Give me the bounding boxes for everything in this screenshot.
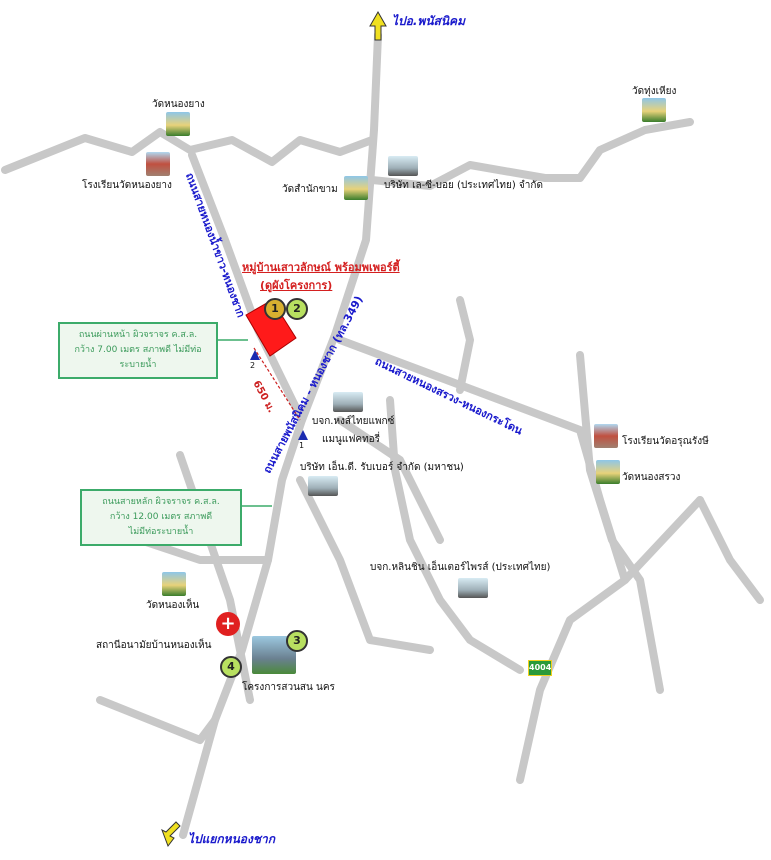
project-title[interactable]: หมู่บ้านเสาวลักษณ์ พร้อมพเพอร์ตี้ <box>242 261 400 274</box>
label-wat-nong-sruang: วัดหนองสรวง <box>622 472 681 483</box>
front-road-note-line: กว้าง 7.00 เมตร สภาพดี ไม่มีท่อระบายน้ำ <box>74 345 202 370</box>
road-se-branch <box>336 416 444 544</box>
temple-icon <box>344 176 368 200</box>
label-health-station: สถานีอนามัยบ้านหนองเห็น <box>96 640 212 651</box>
temple-icon <box>642 98 666 122</box>
north-arrow-icon <box>369 10 387 41</box>
marker-2: 2 <box>286 298 308 320</box>
label-philips: บจก.หลินชิน เอ็นเตอร์ไพรส์ (ประเทศไทย) <box>370 562 551 573</box>
road-east-far <box>696 496 764 604</box>
pin-2-label: 2 <box>250 361 256 370</box>
road-north-east <box>368 118 694 190</box>
route-4004-badge: 4004 <box>528 660 552 676</box>
school-icon <box>594 424 618 448</box>
pin-2-icon <box>250 350 260 360</box>
road-main <box>179 31 382 839</box>
factory-icon <box>333 392 363 412</box>
pin-1-icon <box>298 430 308 440</box>
road-s-mid <box>296 476 434 654</box>
road-mid <box>386 396 524 674</box>
pin-1-label: 1 <box>299 441 305 450</box>
label-school-nong-yang: โรงเรียนวัดหนองยาง <box>82 180 172 191</box>
road-north-west <box>1 128 376 174</box>
front-road-note: ถนนผ่านหน้า ผิวจราจร ค.ส.ล. กว้าง 7.00 เ… <box>58 322 218 379</box>
label-wat-thung-hiang: วัดทุ่งเหียง <box>632 86 677 97</box>
south-arrow-icon <box>161 821 181 848</box>
main-road-note-line: ถนนสายหลัก ผิวจราจร ค.ส.ล. <box>102 497 220 507</box>
road-ne-spur <box>456 296 474 394</box>
label-suan-son: โครงการสวนสน นคร <box>242 682 335 693</box>
road-east-2 <box>576 351 664 694</box>
road-west-diag <box>188 151 306 424</box>
main-road-note-line: กว้าง 12.00 เมตร สภาพดี <box>109 512 213 522</box>
label-wat-samnak-kham: วัดสำนักขาม <box>282 184 338 195</box>
marker-4: 4 <box>220 656 242 678</box>
main-road-note: ถนนสายหลัก ผิวจราจร ค.ส.ล. กว้าง 12.00 เ… <box>80 489 242 546</box>
marker-1: 1 <box>264 298 286 320</box>
label-school-arun: โรงเรียนวัดอรุณรังษี <box>622 436 709 447</box>
project-site <box>245 299 297 357</box>
south-direction-label: ไปแยกหนองชาก <box>188 832 276 846</box>
main-road-note-line: ไม่มีท่อระบายน้ำ <box>128 527 194 537</box>
factory-icon <box>308 476 338 496</box>
label-hongsthai: บจก.หงส์ไทยแพกซ์ <box>312 416 395 427</box>
label-hongsthai-2: แมนูแฟคทอรี่ <box>322 434 381 445</box>
label-nd-rubber: บริษัท เอ็น.ดี. รับเบอร์ จำกัด (มหาชน) <box>300 462 464 473</box>
temple-icon <box>596 460 620 484</box>
factory-icon <box>388 156 418 176</box>
label-wat-nong-yang: วัดหนองยาง <box>152 99 205 110</box>
road-south-east <box>516 576 629 784</box>
marker-3: 3 <box>286 630 308 652</box>
temple-icon <box>162 572 186 596</box>
front-road-note-line: ถนนผ่านหน้า ผิวจราจร ค.ส.ล. <box>78 330 198 340</box>
north-direction-label: ไปอ.พนัสนิคม <box>392 14 465 28</box>
hospital-icon: + <box>216 612 240 636</box>
label-wat-nong-hen: วัดหนองเห็น <box>146 600 200 611</box>
distance-line <box>253 347 301 421</box>
project-plan-link[interactable]: (ดูผังโครงการ) <box>260 279 333 292</box>
label-company-lc: บริษัท เล-ซี-บอย (ประเทศไทย) จำกัด <box>384 180 543 191</box>
temple-icon <box>166 112 190 136</box>
road-south-west <box>96 696 219 744</box>
school-icon <box>146 152 170 176</box>
factory-icon <box>458 578 488 598</box>
